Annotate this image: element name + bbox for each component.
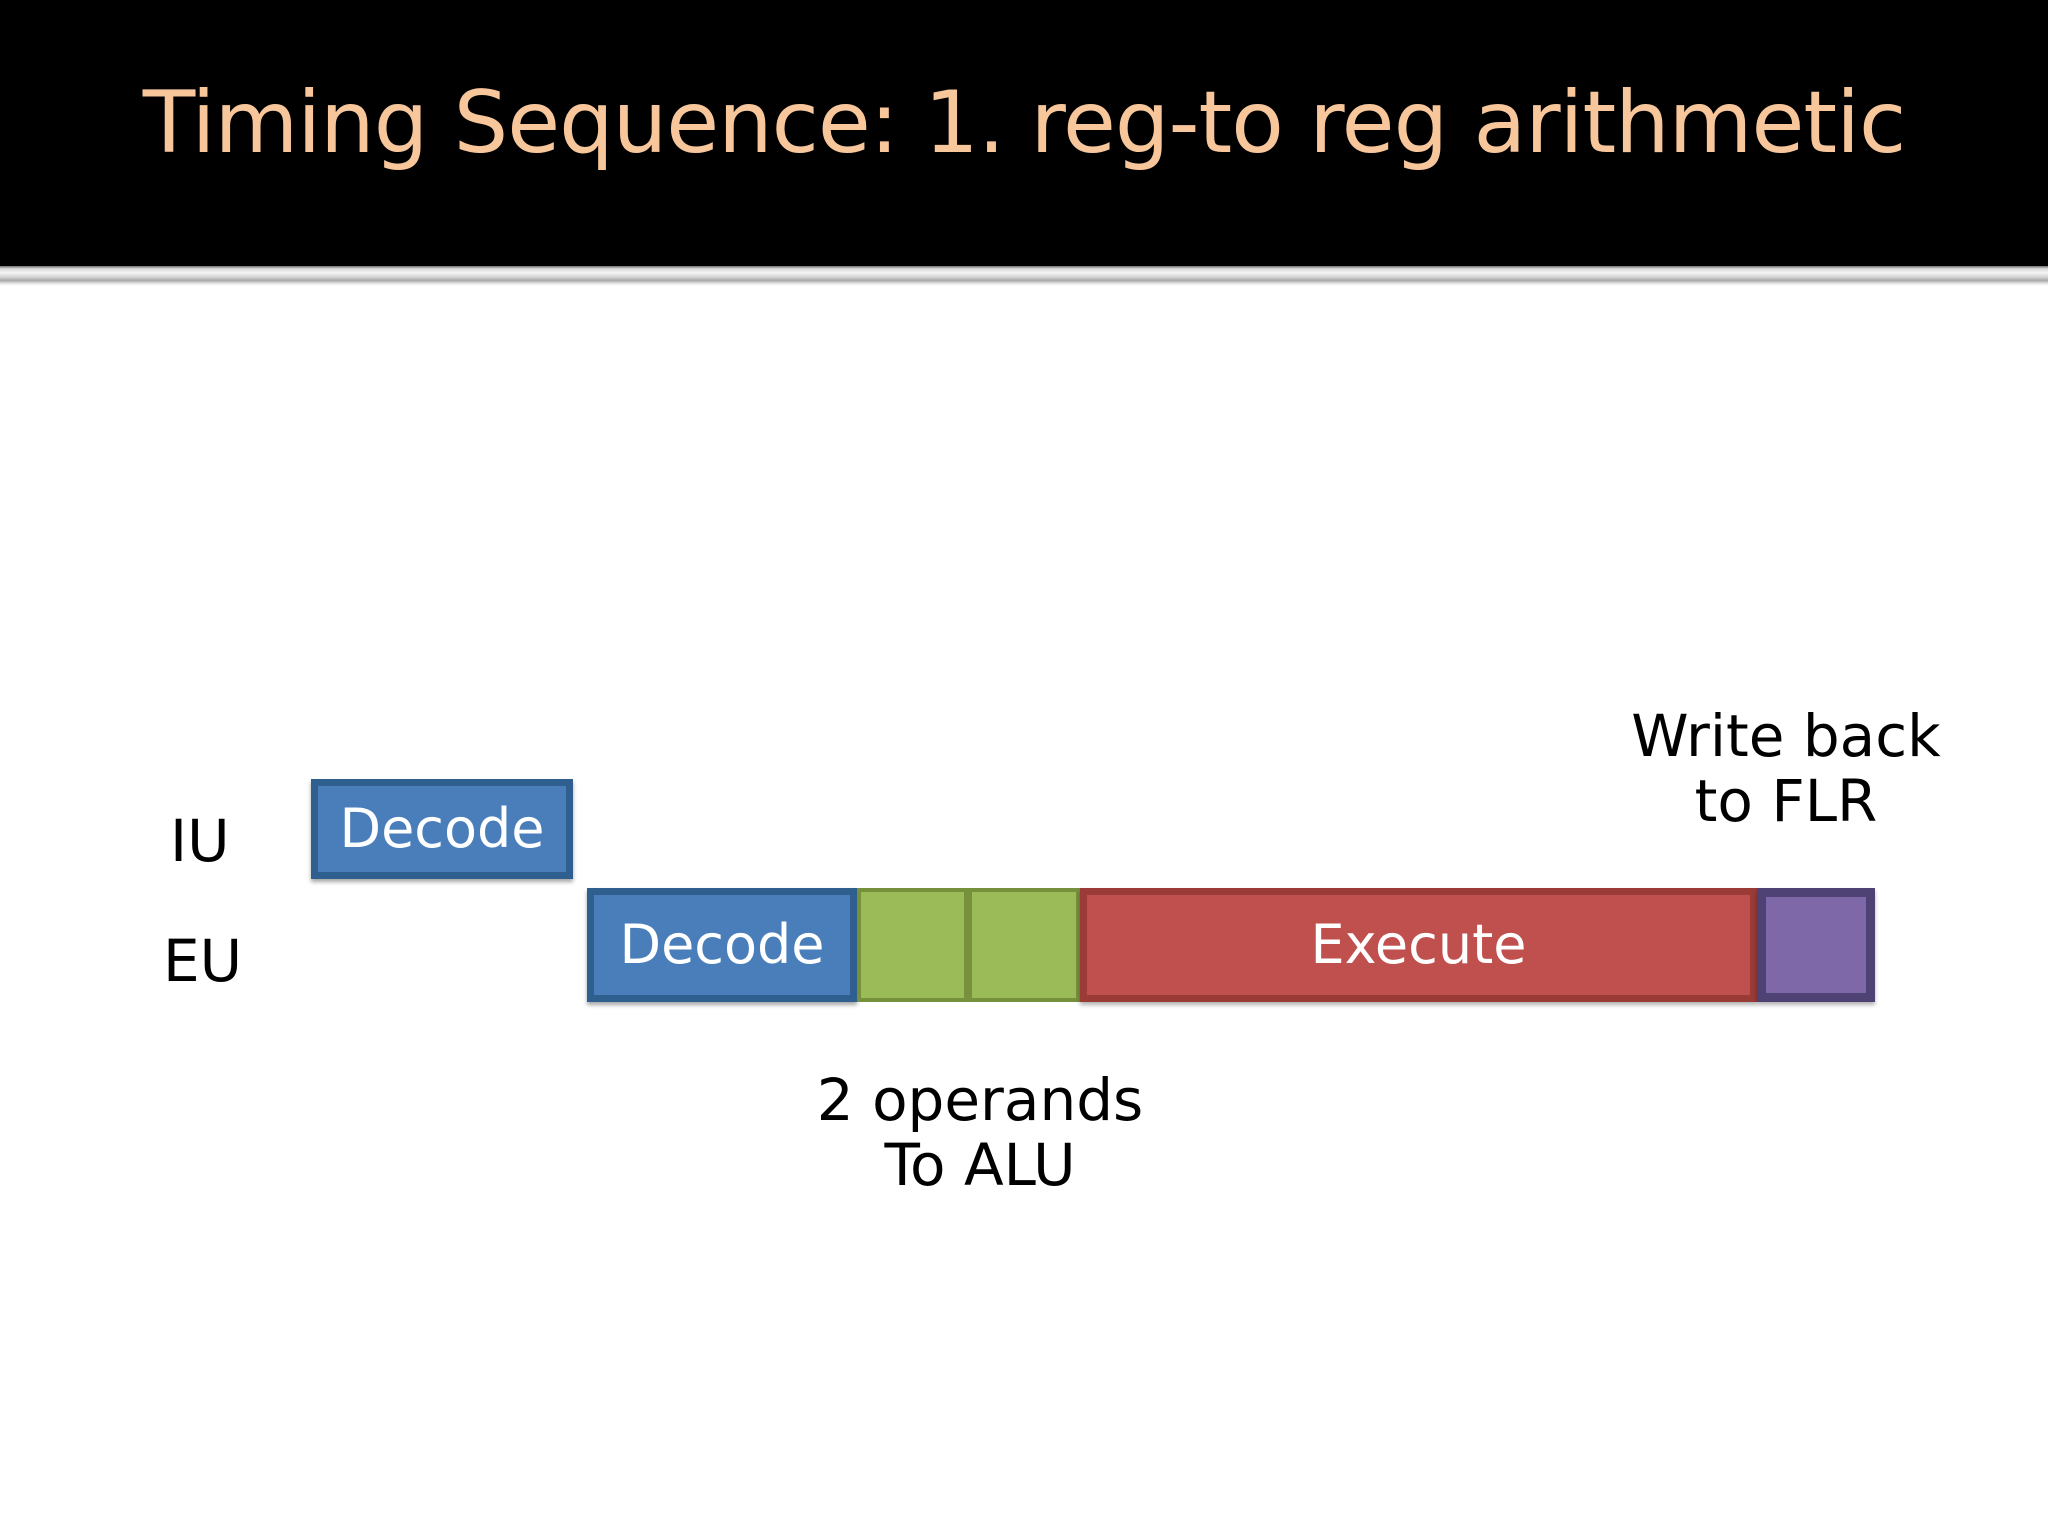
row-label-eu: EU bbox=[163, 927, 243, 995]
bar-eu-decode: Decode bbox=[587, 888, 857, 1002]
bar-eu-writeback bbox=[1757, 888, 1875, 1002]
title-banner: Timing Sequence: 1. reg-to reg arithmeti… bbox=[0, 0, 2048, 266]
annotation-write-back-to-flr: Write back to FLR bbox=[1631, 702, 1941, 835]
banner-divider-rule bbox=[0, 266, 2048, 286]
bar-eu-operand-fetch-2 bbox=[968, 888, 1080, 1002]
bar-eu-operand-fetch-1 bbox=[857, 888, 968, 1002]
page-title: Timing Sequence: 1. reg-to reg arithmeti… bbox=[142, 73, 1907, 173]
annotation-2-operands-to-alu: 2 operands To ALU bbox=[816, 1066, 1144, 1199]
bar-eu-execute: Execute bbox=[1080, 888, 1757, 1002]
row-label-iu: IU bbox=[170, 807, 230, 875]
bar-iu-decode: Decode bbox=[311, 779, 573, 879]
